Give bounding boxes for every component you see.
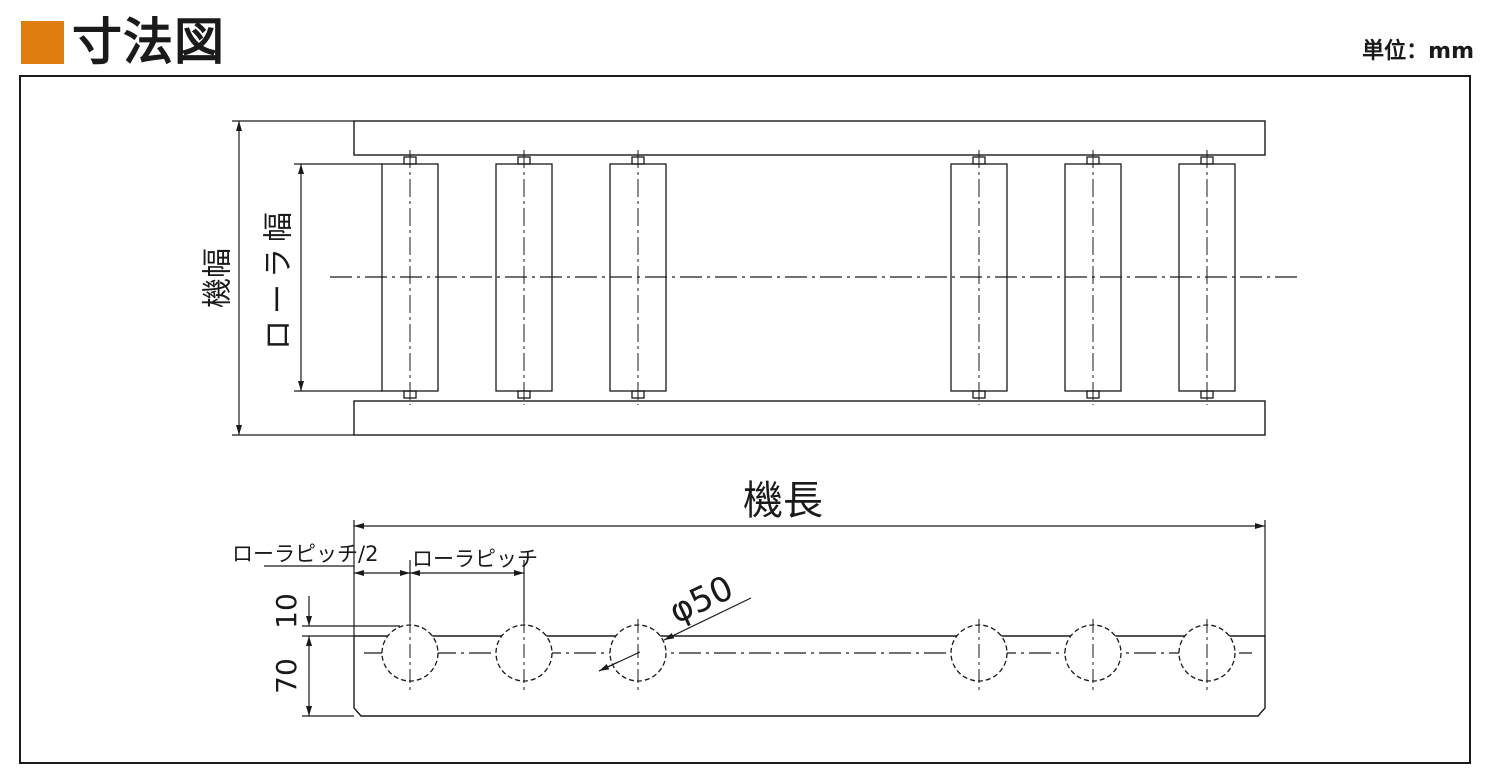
side-roller-1 <box>381 619 439 690</box>
dim-10-label: 10 <box>270 593 303 629</box>
side-plate <box>353 635 1266 717</box>
unit-label: 単位：mm <box>1362 39 1474 64</box>
side-roller-6 <box>1178 619 1236 690</box>
plan-roller-1 <box>381 150 439 405</box>
side-rollers <box>381 619 1236 690</box>
drawing-frame <box>19 75 1471 764</box>
plan-roller-4 <box>950 150 1008 405</box>
plan-roller-6 <box>1178 150 1236 405</box>
machine-length-dimension <box>353 520 1266 636</box>
machine-length-label: 機長 <box>743 478 823 524</box>
machine-width-label: 機幅 <box>201 248 236 308</box>
plan-roller-3 <box>609 150 667 405</box>
side-frame-top <box>353 120 1266 156</box>
plan-roller-5 <box>1064 150 1122 405</box>
roller-width-label: ローラ幅 <box>262 206 297 350</box>
plan-roller-2 <box>495 150 553 405</box>
half-pitch-label: ローラピッチ/2 <box>232 542 378 566</box>
side-roller-2 <box>495 619 553 690</box>
side-roller-5 <box>1064 619 1122 690</box>
plan-rollers <box>381 150 1236 405</box>
plan-view <box>330 120 1298 436</box>
dim-70-label: 70 <box>270 658 303 694</box>
height-dimensions <box>302 596 400 717</box>
side-roller-3 <box>609 619 667 690</box>
side-roller-4 <box>950 619 1008 690</box>
page-title: 寸法図 <box>72 13 225 71</box>
roller-width-dimension <box>294 163 383 392</box>
pitch-label: ローラピッチ <box>412 547 538 571</box>
side-frame-bottom <box>353 400 1266 436</box>
pitch-dimension <box>410 560 525 622</box>
diameter-leader <box>598 597 752 672</box>
machine-width-dimension <box>232 120 354 436</box>
header-accent-square <box>21 21 64 64</box>
